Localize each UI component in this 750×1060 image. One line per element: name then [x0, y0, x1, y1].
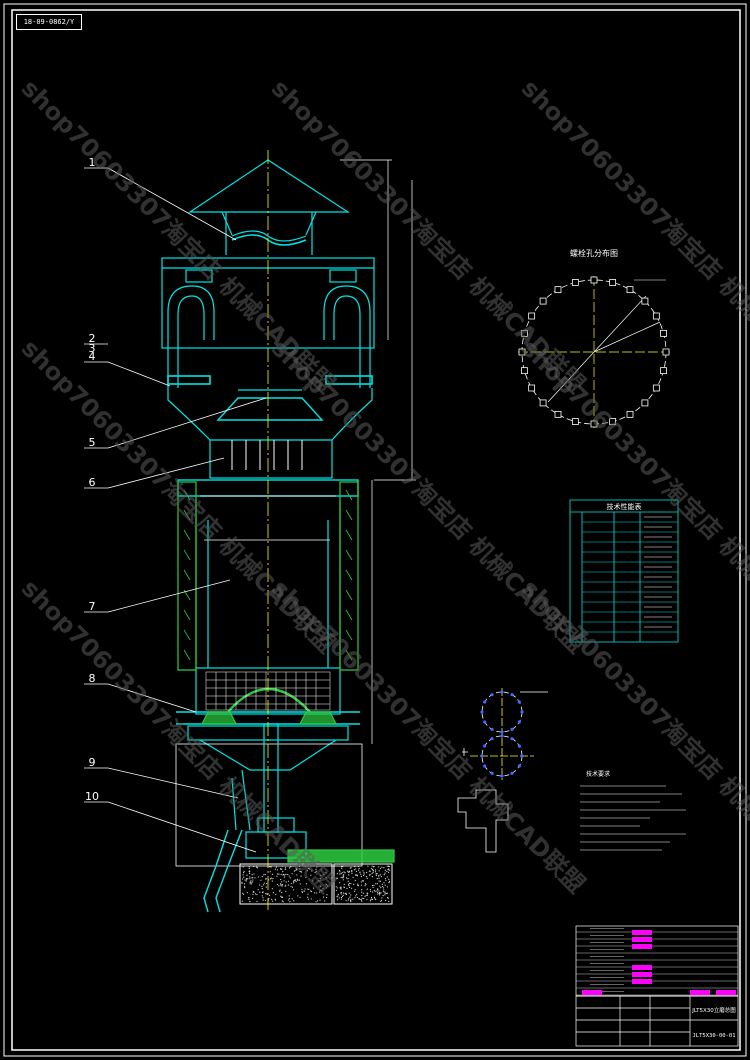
bolt-hole: [554, 286, 562, 294]
detail-dot: [520, 710, 524, 714]
mill-lining: [177, 481, 395, 863]
detail-dot: [517, 744, 521, 748]
right-duct: [323, 285, 371, 388]
bolt-hole: [521, 329, 528, 337]
bolt-hole: [641, 399, 649, 407]
detail-dot: [500, 730, 504, 734]
bolt-hole: [662, 348, 670, 356]
outer-border: [3, 3, 747, 1057]
bolt-hole: [518, 348, 526, 356]
bolt-hole: [609, 279, 617, 286]
table-title: 技术性能表: [607, 502, 642, 511]
bom-highlight: [716, 990, 736, 995]
bolt-hole: [528, 312, 536, 320]
detail-dot: [517, 764, 521, 768]
bolt-hole: [609, 418, 617, 425]
title-block-name: JLT5X30立磨总图: [691, 1006, 736, 1014]
detail-dot: [517, 700, 521, 704]
callout-5: 5: [89, 436, 96, 449]
callout-9: 9: [89, 756, 96, 769]
bom-highlight: [632, 930, 652, 935]
bolt-circle: [518, 276, 670, 428]
dimensions: [200, 159, 416, 744]
inner-border: [11, 9, 741, 1051]
callout-leaders: [84, 167, 267, 853]
bolt-hole: [626, 410, 634, 418]
bolt-hole: [652, 312, 660, 320]
callout-6: 6: [89, 476, 96, 489]
bolt-hole: [652, 384, 660, 392]
detail-dot: [517, 720, 521, 724]
technical-notes: [580, 785, 686, 851]
notes-title: 技术要求: [586, 770, 610, 778]
callout-10: 10: [85, 790, 99, 803]
callout-7: 7: [89, 600, 96, 613]
detail-dot: [483, 744, 487, 748]
bolt-hole: [539, 399, 547, 407]
bolt-hole: [626, 286, 634, 294]
tech-table: [569, 499, 679, 643]
bolt-hole: [590, 276, 598, 284]
bolt-holes: [518, 276, 670, 428]
callout-4: 4: [89, 350, 96, 363]
detail-dot: [483, 764, 487, 768]
callout-1: 1: [89, 156, 96, 169]
bom-highlight: [632, 979, 652, 984]
callout-8: 8: [89, 672, 96, 685]
bolt-circle-title: 螺栓孔分布图: [570, 248, 618, 258]
bolt-hole: [660, 329, 667, 337]
detail-dot: [500, 690, 504, 694]
bom-highlight: [632, 937, 652, 942]
callout-labels: 1 234 5 6 7 8 9 10: [85, 156, 99, 803]
detail-dot: [520, 754, 524, 758]
callout-2: 2: [89, 332, 96, 345]
bom-highlights: [582, 930, 736, 995]
cone-left: [167, 388, 211, 478]
left-duct: [167, 285, 215, 388]
bolt-hole: [590, 420, 598, 428]
bolt-hole: [571, 418, 579, 425]
bom-highlight: [582, 990, 602, 995]
detail-dot: [483, 700, 487, 704]
detail-dot: [490, 727, 494, 731]
detail-dot: [510, 771, 514, 775]
bolt-hole: [641, 297, 649, 305]
detail-dot: [483, 720, 487, 724]
detail-dot: [510, 737, 514, 741]
detail-dot: [480, 754, 484, 758]
bom-highlight: [632, 965, 652, 970]
detail-dot: [500, 734, 504, 738]
bolt-hole: [660, 367, 667, 375]
bom-highlight: [632, 944, 652, 949]
detail-dot: [500, 774, 504, 778]
title-block: [575, 925, 739, 1047]
detail-dot: [510, 693, 514, 697]
bolt-hole: [539, 297, 547, 305]
bolt-hole: [554, 410, 562, 418]
cone-right: [331, 388, 373, 478]
bolt-hole: [571, 279, 579, 286]
detail-dots: [480, 690, 524, 778]
roof-hood: [188, 159, 351, 213]
bom-highlight: [690, 990, 710, 995]
detail-dot: [510, 727, 514, 731]
detail-dot: [490, 693, 494, 697]
drawing-number: JLT5X30-00-01: [692, 1033, 735, 1039]
bom-highlight: [632, 972, 652, 977]
detail-dot: [490, 771, 494, 775]
bolt-hole: [521, 367, 528, 375]
detail-dot: [480, 710, 484, 714]
classifier-blades: [231, 440, 303, 470]
callout-3: 3: [89, 342, 96, 355]
bolt-hole: [528, 384, 536, 392]
detail-dot: [490, 737, 494, 741]
detail-view: [457, 688, 548, 853]
sheet-tag: 18-09-0862/Y: [16, 14, 82, 30]
foundation-stipple: [241, 865, 391, 903]
